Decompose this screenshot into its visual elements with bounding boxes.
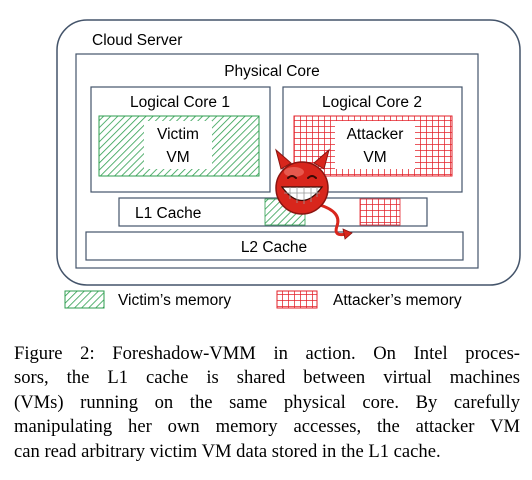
l1-cache-label: L1 Cache [135,205,201,222]
l2-cache-label: L2 Cache [241,239,307,256]
legend-victim-swatch [64,290,105,309]
victim-vm-label-line1: Victim [157,126,199,143]
attacker-vm-label-bg [335,121,415,169]
logical-core-1-label: Logical Core 1 [130,94,230,111]
l2-cache-box [85,231,464,261]
victim-vm-label-line2: VM [166,149,189,166]
cloud-server-label: Cloud Server [92,32,182,49]
logical-core-2-label: Logical Core 2 [322,94,422,111]
caption-line-2: sors, the L1 cache is shared between vir… [14,367,520,389]
attacker-vm-label-line2: VM [363,149,386,166]
attacker-vm-label-line1: Attacker [347,126,404,143]
caption-line-1: Figure 2: Foreshadow-VMM in action. On I… [14,343,520,364]
legend-attacker-label: Attacker’s memory [333,292,462,309]
devil-attacker-icon [275,148,353,240]
caption-line-3: (VMs) running on the same physical core.… [14,391,520,413]
legend-victim-label: Victim’s memory [118,292,231,309]
figure-caption: Figure 2: Foreshadow-VMM in action. On I… [14,342,520,464]
physical-core-label: Physical Core [224,63,320,80]
victim-vm-label-bg [144,121,212,169]
l1-attacker-line [359,198,401,226]
caption-line-4: manipulating her own memory accesses, th… [14,416,520,438]
foreshadow-diagram: Cloud Server Physical Core Logical Core … [56,19,521,309]
caption-line-5: can read arbitrary victim VM data stored… [14,440,441,462]
legend-attacker-swatch [276,290,318,309]
